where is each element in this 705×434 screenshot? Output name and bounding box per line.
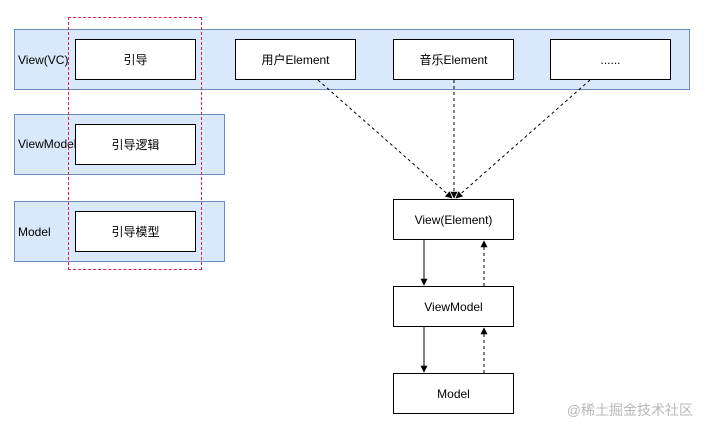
model-label: Model [18,225,51,239]
watermark: @稀土掘金技术社区 [566,402,693,418]
more-elements-to-view-arrow [455,79,591,199]
model-box: Model [393,373,514,414]
guide-view-box: 引导 [75,39,196,80]
viewmodel-label: ViewModel [18,137,77,151]
more-elements-box: ...... [550,39,671,80]
user-element-to-view-arrow [317,79,453,199]
guide-logic-box: 引导逻辑 [75,124,196,165]
user-element-box: 用户Element [235,39,356,80]
music-element-box: 音乐Element [393,39,514,80]
view-vc-label: View(VC) [18,53,69,67]
view-element-box: View(Element) [393,199,514,240]
guide-model-box: 引导模型 [75,211,196,252]
viewmodel-box: ViewModel [393,286,514,327]
